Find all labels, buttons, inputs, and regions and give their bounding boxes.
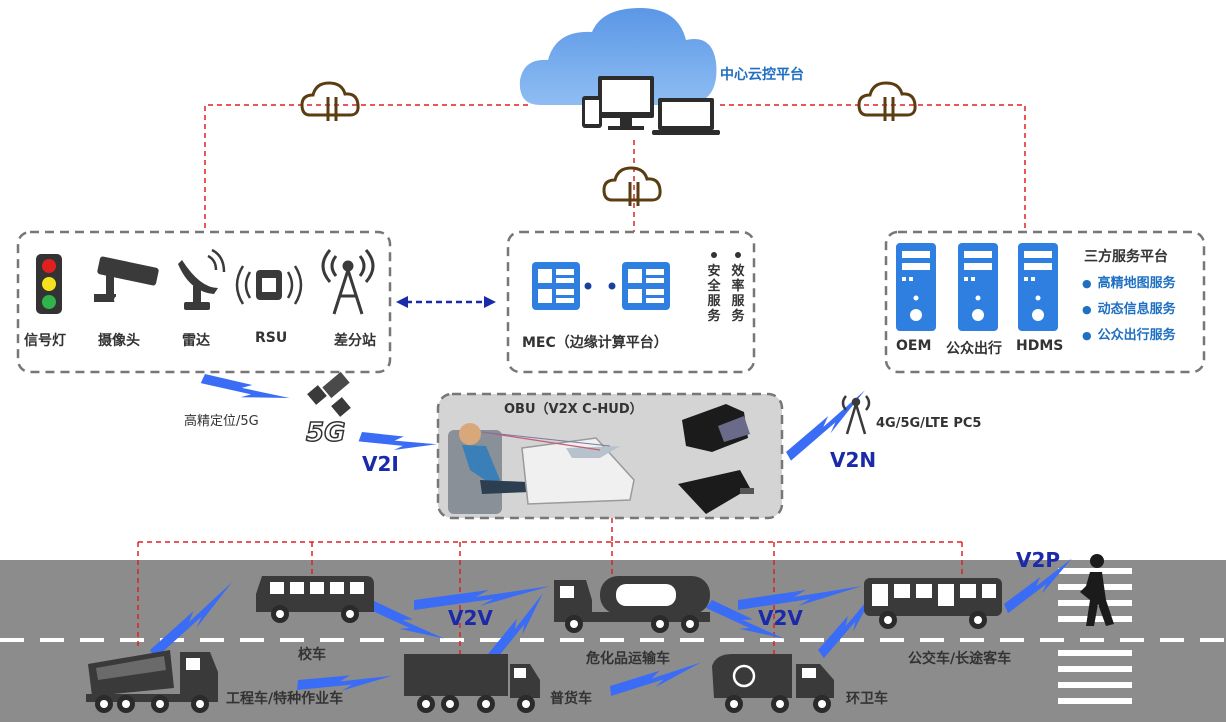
roadside-mec-link: [396, 296, 496, 308]
mec-efficiency-service: 效率服务: [731, 264, 745, 324]
positioning-label: 高精定位/5G: [184, 414, 259, 429]
mec-dashboard-icon: [622, 262, 670, 310]
mec-label: MEC（边缘计算平台）: [522, 335, 668, 351]
roadside-devices-box: [16, 230, 392, 374]
cellular-label: 4G/5G/LTE PC5: [876, 416, 982, 431]
third-party-title: 三方服务平台: [1084, 249, 1168, 265]
server-icon: [958, 243, 998, 331]
server-label-hdms: HDMS: [1016, 338, 1064, 354]
v2v-label-left: V2V: [448, 606, 493, 630]
mec-dashboard-icon: [532, 262, 580, 310]
obu-title: OBU（V2X C-HUD）: [504, 402, 643, 417]
v2n-label: V2N: [830, 448, 877, 472]
traffic-light-icon: [36, 254, 62, 314]
server-icon: [1018, 243, 1058, 331]
cloud-link-icon: [857, 81, 917, 123]
service-item: 公众出行服务: [1082, 324, 1176, 343]
base-station-icon: [321, 249, 375, 315]
vehicle-label-hazmat: 危化品运输车: [586, 651, 670, 667]
v2i-label: V2I: [362, 452, 399, 476]
satellite-icon: [307, 371, 351, 417]
mec-safety-service: 安全服务: [707, 264, 721, 324]
driver-hud-illustration: [448, 423, 635, 514]
camera-icon: [94, 256, 159, 304]
v2p-label: V2P: [1016, 548, 1061, 572]
rsu-icon: [235, 265, 303, 305]
vehicle-label-sanitation: 环卫车: [846, 691, 888, 707]
vehicle-label-bus: 公交车/长途客车: [908, 651, 1012, 667]
school-bus-icon: [256, 576, 374, 623]
server-icon: [896, 243, 936, 331]
cargo-truck-icon: [404, 654, 540, 713]
service-item: 高精地图服务: [1082, 272, 1176, 291]
vehicle-label-engineering: 工程车/特种作业车: [226, 691, 344, 707]
vehicle-label-truck: 普货车: [550, 691, 592, 707]
roadside-label-rsu: RSU: [255, 330, 288, 346]
cloud-link-icon: [300, 81, 360, 123]
server-label-oem: OEM: [896, 338, 932, 354]
vehicle-dashed-links: [137, 518, 963, 654]
service-item: 动态信息服务: [1082, 298, 1176, 317]
engineering-truck-icon: [86, 650, 218, 713]
roadside-label-base-station: 差分站: [334, 333, 376, 349]
mec-box: [506, 230, 756, 374]
roadside-label-radar: 雷达: [182, 333, 210, 349]
cloud-platform-title: 中心云控平台: [720, 67, 804, 83]
roadside-label-camera: 摄像头: [98, 333, 140, 349]
bus-icon: [864, 578, 1002, 629]
server-label-public-travel: 公众出行: [946, 341, 1002, 357]
third-party-box: [884, 230, 1206, 374]
roadside-label-traffic-light: 信号灯: [24, 333, 66, 349]
pedestrian-icon: [1080, 554, 1114, 626]
cloud-platform-icon: [519, 8, 720, 135]
cloud-dashed-links: [204, 104, 1026, 232]
radar-icon: [178, 248, 226, 310]
vehicle-label-school-bus: 校车: [298, 647, 326, 663]
five-g-label: 5G: [305, 417, 346, 449]
hud-device-icon: [678, 404, 754, 514]
hazmat-tanker-icon: [554, 576, 710, 633]
sanitation-truck-icon: [712, 654, 834, 713]
cell-tower-icon: [841, 395, 871, 435]
cloud-link-icon: [602, 166, 662, 208]
v2v-label-right: V2V: [758, 606, 803, 630]
